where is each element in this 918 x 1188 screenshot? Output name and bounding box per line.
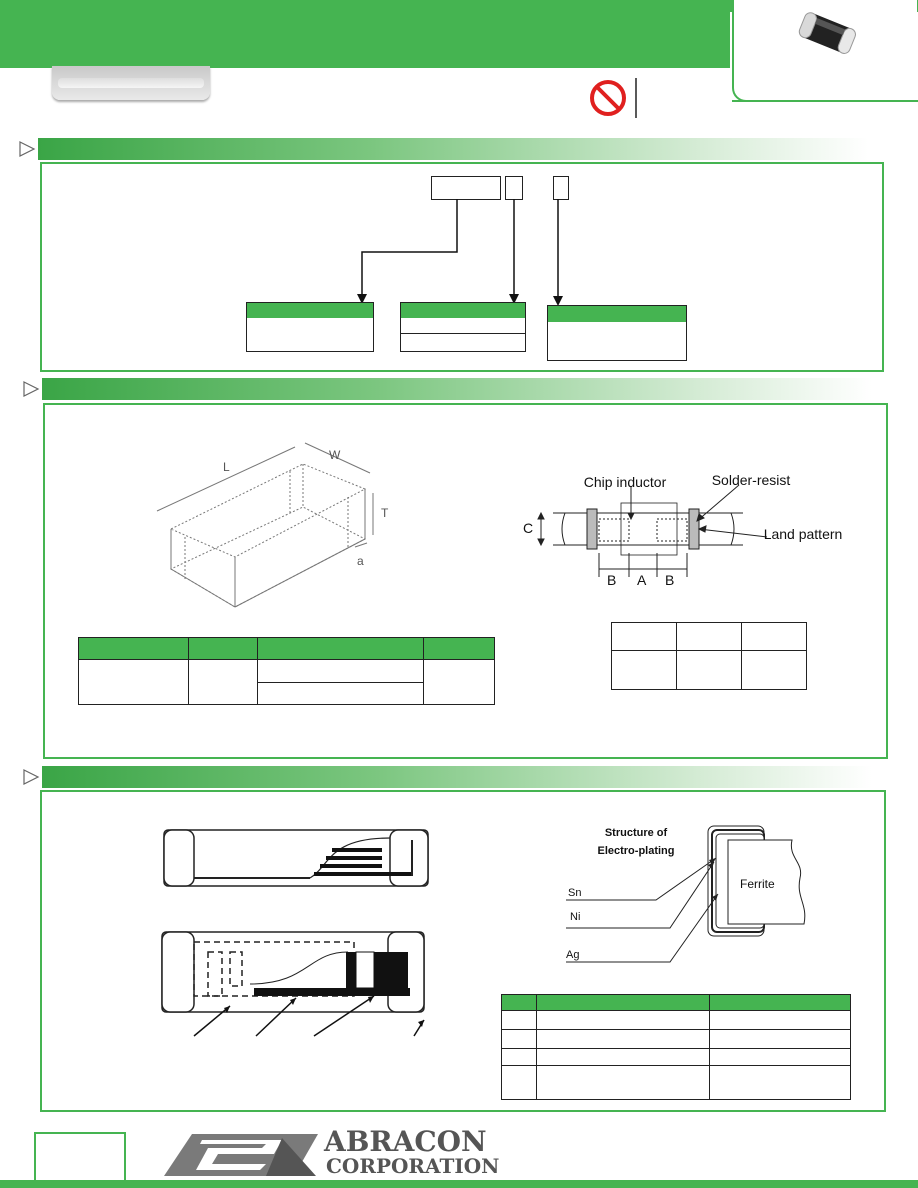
dim-table-header xyxy=(423,637,495,660)
label-a: A xyxy=(637,572,647,585)
structure-frame: Structure of Electro-plating Sn Ni Ag Fe… xyxy=(40,790,886,1112)
materials-table-header xyxy=(536,994,710,1011)
dim-table-header xyxy=(77,637,190,660)
series-description-box xyxy=(246,302,374,352)
dim-table-cell xyxy=(257,659,425,683)
land-pattern-table xyxy=(611,621,807,690)
materials-table-cell xyxy=(536,1029,710,1049)
materials-table-cell xyxy=(709,1010,851,1030)
chip-structure-cross-section xyxy=(161,931,425,1037)
land-table-cell xyxy=(676,650,742,690)
product-image-panel xyxy=(732,0,917,102)
header-tab-inner xyxy=(58,78,204,88)
land-pattern-drawing: Chip inductor Solder-resist Land pattern… xyxy=(523,472,843,585)
outline-triangle-arrow-icon xyxy=(23,769,40,785)
materials-table-cell xyxy=(501,1010,537,1030)
materials-table-cell xyxy=(536,1065,710,1100)
label-land-pattern: Land pattern xyxy=(764,526,843,542)
dim-table-cell xyxy=(77,659,190,705)
dim-table-cell xyxy=(257,682,425,705)
packaging-header xyxy=(548,306,686,322)
layer-label-sn: Sn xyxy=(568,887,581,899)
land-table-cell xyxy=(741,621,807,652)
dim-table-header xyxy=(257,637,425,660)
logo-text-corporation: CORPORATION xyxy=(326,1154,500,1178)
tolerance-header xyxy=(401,303,525,318)
label-c: C xyxy=(523,520,533,536)
packaging-description-box xyxy=(547,305,687,361)
dim-label-w: W xyxy=(329,448,341,462)
tolerance-description-box xyxy=(400,302,526,352)
electroplating-title-line2: Electro-plating xyxy=(597,845,674,857)
outline-triangle-arrow-icon xyxy=(23,381,40,397)
series-header xyxy=(247,303,373,318)
electroplating-structure-drawing: Structure of Electro-plating Sn Ni Ag Fe… xyxy=(566,825,806,963)
abracon-logo-mark xyxy=(164,1134,318,1176)
part-numbering-frame xyxy=(40,162,884,372)
land-table-cell xyxy=(611,621,677,652)
dim-label-t: T xyxy=(381,506,389,520)
dim-label-l: L xyxy=(223,460,230,474)
land-table-cell xyxy=(741,650,807,690)
panel-underline xyxy=(732,100,918,102)
chip-dimension-drawing: L W T a xyxy=(156,442,389,608)
dim-table-cell xyxy=(188,659,259,705)
materials-table-cell xyxy=(501,1048,537,1066)
land-table-cell xyxy=(676,621,742,652)
materials-table-cell xyxy=(536,1048,710,1066)
header-bar xyxy=(0,0,730,68)
dim-table-cell xyxy=(423,659,495,705)
part-code-box-packaging xyxy=(553,176,569,200)
prohibited-icon xyxy=(590,78,637,118)
electroplating-title-line1: Structure of xyxy=(605,827,668,839)
section-bar-structure xyxy=(42,766,872,788)
label-chip-inductor: Chip inductor xyxy=(584,474,667,490)
materials-table-cell xyxy=(709,1029,851,1049)
dimensions-frame: L W T a xyxy=(43,403,888,759)
layer-label-ni: Ni xyxy=(570,911,580,923)
dim-table-header xyxy=(188,637,259,660)
layer-label-ag: Ag xyxy=(566,949,579,961)
part-code-box-series xyxy=(431,176,501,200)
footer-page-box xyxy=(34,1132,126,1182)
materials-table-header xyxy=(709,994,851,1011)
materials-table-cell xyxy=(501,1065,537,1100)
chip-structure-top-view xyxy=(163,829,429,887)
part-code-connectors xyxy=(357,199,563,306)
label-b-right: B xyxy=(665,572,674,585)
land-table-cell xyxy=(611,650,677,690)
materials-table-cell xyxy=(536,1010,710,1030)
label-b-left: B xyxy=(607,572,616,585)
outline-triangle-arrow-icon xyxy=(19,141,36,157)
dim-label-a: a xyxy=(357,554,364,568)
footer-bar xyxy=(0,1180,918,1188)
section-bar-part-numbering xyxy=(38,138,868,160)
label-solder-resist: Solder-resist xyxy=(712,472,791,488)
materials-table-header xyxy=(501,994,537,1011)
chip-inductor-image xyxy=(798,12,856,54)
materials-table-cell xyxy=(709,1065,851,1100)
materials-table xyxy=(501,994,851,1100)
materials-table-cell xyxy=(709,1048,851,1066)
materials-table-cell xyxy=(501,1029,537,1049)
logo-text-abracon: ABRACON xyxy=(324,1125,487,1158)
dimensions-table xyxy=(77,637,495,705)
tolerance-divider xyxy=(401,333,525,334)
layer-label-ferrite: Ferrite xyxy=(740,877,775,891)
section-bar-dimensions xyxy=(42,378,872,400)
